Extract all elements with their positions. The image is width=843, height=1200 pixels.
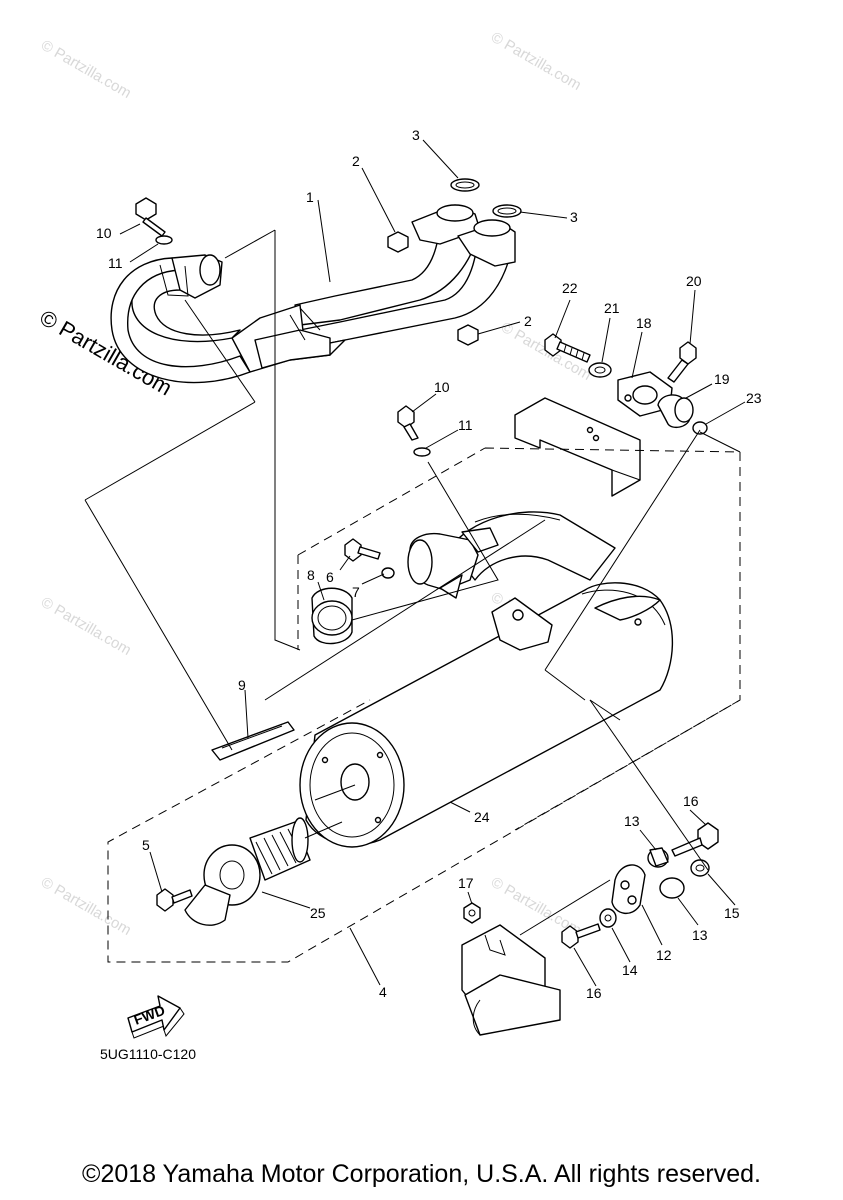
callout-11: 11 (108, 255, 123, 271)
callout-15: 15 (724, 905, 740, 921)
callout-14: 14 (622, 962, 638, 978)
callout-23: 23 (746, 390, 762, 406)
reference-lines (84, 139, 746, 987)
callout-10: 10 (434, 379, 450, 395)
mounting-bracket-parts (514, 333, 708, 497)
watermark: © Partzilla.com (488, 29, 584, 94)
callout-17: 17 (458, 875, 474, 891)
diagram-code: 5UG1110-C120 (100, 1046, 196, 1062)
callout-11: 11 (458, 417, 473, 433)
watermark: © Partzilla.com (38, 594, 134, 659)
callout-16: 16 (683, 793, 699, 809)
flange-nuts (387, 231, 479, 346)
gasket-plate (211, 721, 295, 761)
callout-12: 12 (656, 947, 672, 963)
exhaust-gaskets (450, 178, 522, 218)
bolt-and-washer-middle (397, 405, 431, 457)
callout-9: 9 (238, 677, 246, 693)
bolt-and-washer-top (135, 197, 173, 245)
callout-10: 10 (96, 225, 112, 241)
callout-21: 21 (604, 300, 620, 316)
callout-8: 8 (307, 567, 315, 583)
callout-18: 18 (636, 315, 652, 331)
callout-24: 24 (474, 809, 490, 825)
callout-numbers: 1 2 3 3 2 10 11 22 21 18 20 19 23 10 11 … (96, 127, 762, 1001)
fwd-arrow-icon: FWD (127, 995, 185, 1039)
callout-13: 13 (624, 813, 640, 829)
rear-mount-parts (461, 822, 719, 1036)
exhaust-header-pipe (110, 204, 516, 384)
callout-22: 22 (562, 280, 578, 296)
callout-16: 16 (586, 985, 602, 1001)
callout-13: 13 (692, 927, 708, 943)
callout-6: 6 (326, 569, 334, 585)
callout-20: 20 (686, 273, 702, 289)
callout-25: 25 (310, 905, 326, 921)
callout-4: 4 (379, 984, 387, 1000)
callout-3: 3 (570, 209, 578, 225)
callout-2: 2 (524, 313, 532, 329)
callout-1: 1 (306, 189, 314, 205)
callout-5: 5 (142, 837, 150, 853)
callout-7: 7 (352, 584, 360, 600)
callout-19: 19 (714, 371, 730, 387)
watermark: © Partzilla.com (38, 874, 134, 939)
muffler-assembly (299, 511, 674, 848)
spark-arrester (156, 817, 311, 926)
callout-3: 3 (412, 127, 420, 143)
watermark: © Partzilla.com (38, 37, 134, 102)
copyright-notice: ©2018 Yamaha Motor Corporation, U.S.A. A… (82, 1160, 761, 1188)
callout-2: 2 (352, 153, 360, 169)
